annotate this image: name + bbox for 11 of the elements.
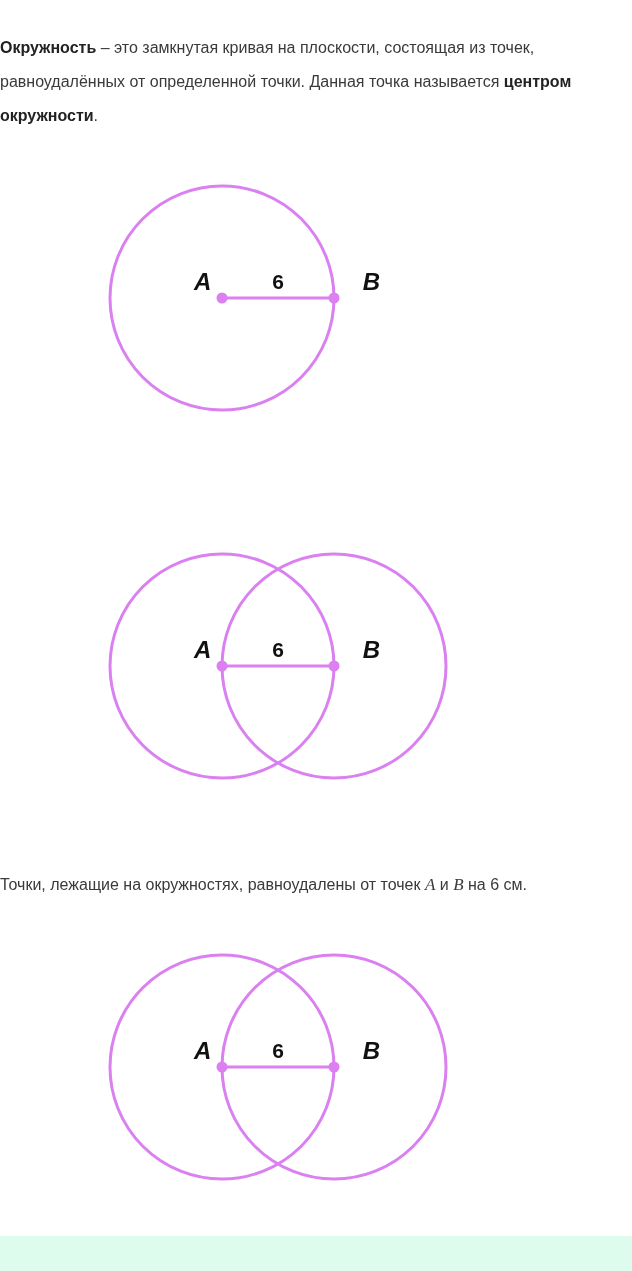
segment [216, 1061, 340, 1073]
segment [216, 660, 340, 672]
point-label: B [362, 1037, 380, 1065]
point-label: A [194, 268, 212, 296]
point-label: B [362, 636, 380, 664]
point-label: A [194, 1037, 212, 1065]
point-label: A [194, 636, 212, 664]
paragraph: Точки, лежащие на окружностях, равноудалены от точек A и B на 6 см. [0, 874, 528, 896]
paragraph: Окружность – это замкнутая кривая на плоскости, состоящая из точек, равноудалённых от определенной точки. Данная точка называется центром окружности. [0, 38, 573, 126]
point-label: B [362, 268, 380, 296]
segment [216, 292, 340, 304]
